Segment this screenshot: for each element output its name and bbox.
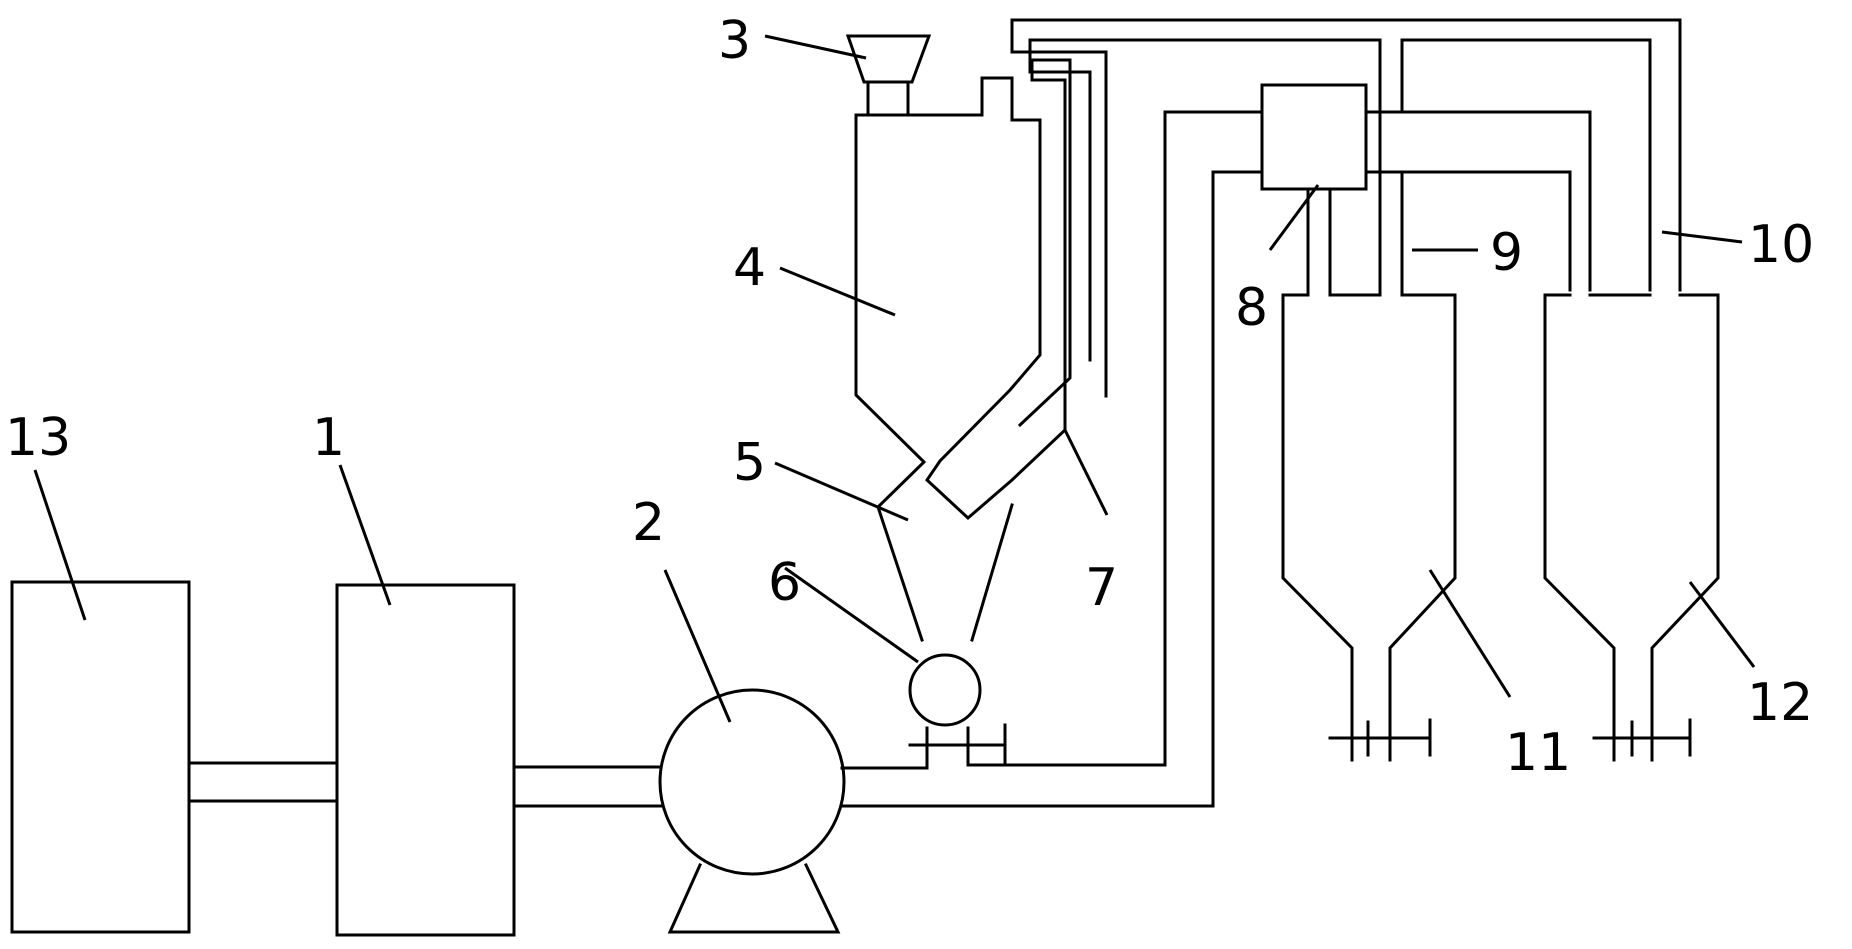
label-10: 10: [1748, 215, 1814, 275]
silo-4-cone: [854, 113, 1014, 642]
pipe-7: [1010, 50, 1108, 398]
label-6: 6: [768, 553, 801, 613]
label-11: 11: [1505, 723, 1571, 783]
component-13-box: [10, 580, 191, 934]
label-13: 13: [5, 408, 71, 468]
leader-lines: [33, 34, 1756, 723]
fan-outlet-pipes: [840, 110, 1264, 808]
fan-2-base: [667, 862, 841, 934]
vessel-12: [1543, 293, 1720, 762]
valve-12: [1592, 718, 1692, 757]
silo-4-body: [854, 58, 1072, 521]
valve-11: [1328, 718, 1432, 757]
pipe-1-to-2: [512, 765, 663, 808]
pipe-13-to-1: [187, 761, 339, 803]
label-1: 1: [312, 408, 345, 468]
component-1-box: [335, 583, 516, 937]
label-5: 5: [733, 433, 766, 493]
label-8: 8: [1235, 278, 1268, 338]
label-12: 12: [1747, 673, 1813, 733]
label-4: 4: [733, 238, 766, 298]
top-manifold: [1010, 18, 1682, 292]
feeder-6: [908, 653, 982, 727]
hopper-3-neck: [866, 80, 910, 117]
label-9: 9: [1490, 223, 1523, 283]
fan-2-casing: [658, 688, 846, 876]
label-2: 2: [632, 493, 665, 553]
label-3: 3: [718, 11, 751, 71]
label-7: 7: [1085, 558, 1118, 618]
valve-6-stem: [908, 723, 1007, 767]
vessel-11: [1281, 293, 1457, 762]
control-box-8: [1260, 83, 1368, 191]
hopper-3: [845, 34, 932, 84]
risers-to-vessel-11: [1306, 170, 1404, 297]
